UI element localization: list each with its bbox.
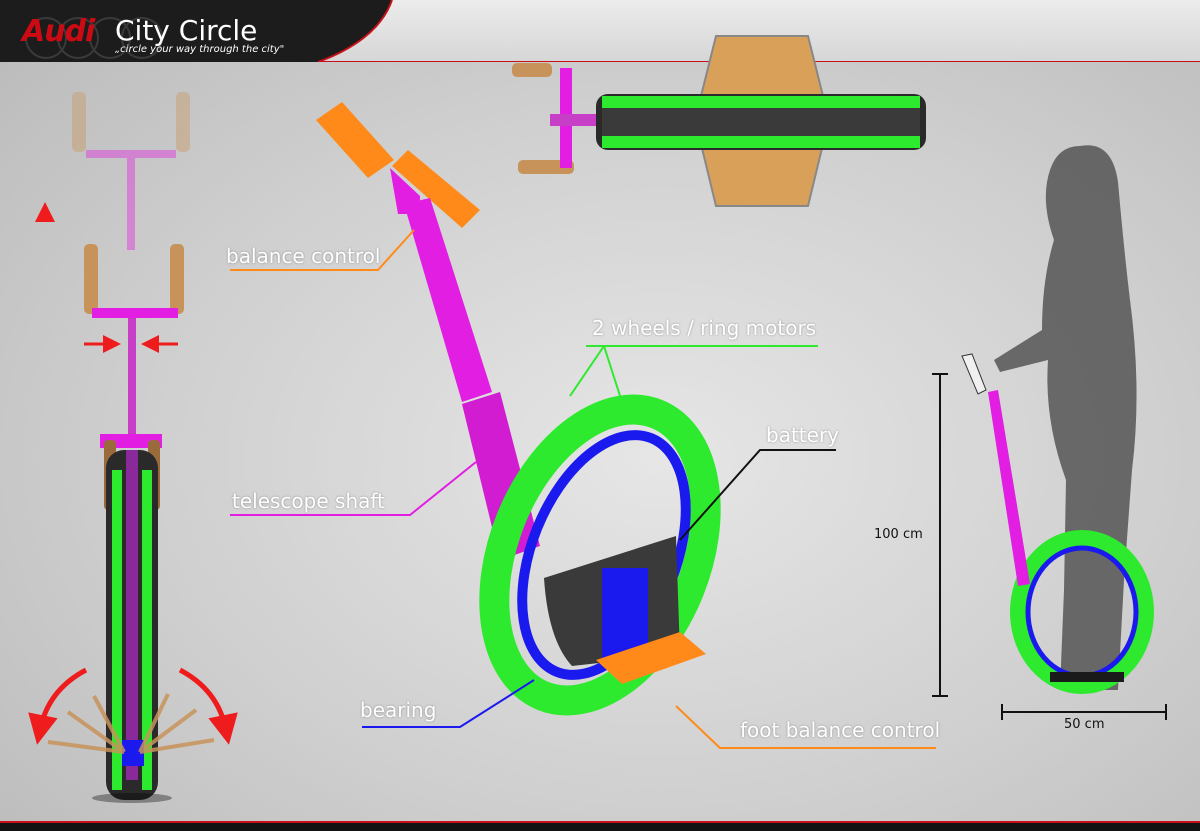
audi-rings — [25, 17, 163, 59]
label-foot-balance-control: foot balance control — [740, 718, 941, 742]
callout-lines — [230, 229, 936, 749]
front-view-handle-left — [84, 244, 98, 314]
front-view-battery — [122, 740, 144, 766]
side-ring — [1010, 530, 1154, 694]
brand-logo: Audi — [22, 14, 95, 49]
handle-pad-left — [316, 102, 394, 178]
bottom-bar — [0, 821, 1200, 831]
label-balance-control: balance control — [226, 244, 381, 268]
label-bearing: bearing — [360, 698, 437, 722]
label-telescope-shaft: telescope shaft — [232, 489, 385, 513]
handle-pad-right — [392, 150, 480, 228]
tagline: „circle your way through the city" — [115, 44, 285, 55]
front-view-shaft — [128, 318, 136, 438]
side-view — [961, 145, 1154, 694]
top-view — [512, 35, 926, 207]
foot-pad — [596, 632, 706, 684]
curved-arrow-icon — [28, 667, 88, 745]
front-view-ring-left — [112, 470, 122, 790]
dimension-width: 50 cm — [1064, 717, 1105, 732]
dimension-height: 100 cm — [874, 527, 923, 542]
dimension-lines — [932, 373, 1167, 720]
telescope-shaft — [404, 198, 492, 402]
label-wheels-motors: 2 wheels / ring motors — [592, 316, 817, 340]
header-band — [0, 0, 1200, 62]
label-battery: battery — [766, 423, 839, 447]
front-view-ring-right — [142, 470, 152, 790]
front-view-handlebar — [92, 308, 178, 318]
header: Audi City Circle „circle your way throug… — [0, 0, 1200, 62]
side-shaft — [988, 390, 1030, 586]
front-view-handle-right — [170, 244, 184, 314]
front-view — [28, 92, 238, 803]
front-view-center-shaft — [126, 450, 138, 780]
page-title: City Circle — [115, 14, 258, 47]
ring-wheel — [479, 394, 721, 716]
front-view-pedal-positions — [47, 693, 215, 754]
front-view-ghost-handlebar — [72, 92, 190, 250]
main-view — [316, 102, 721, 716]
curved-arrow-icon — [178, 667, 238, 745]
